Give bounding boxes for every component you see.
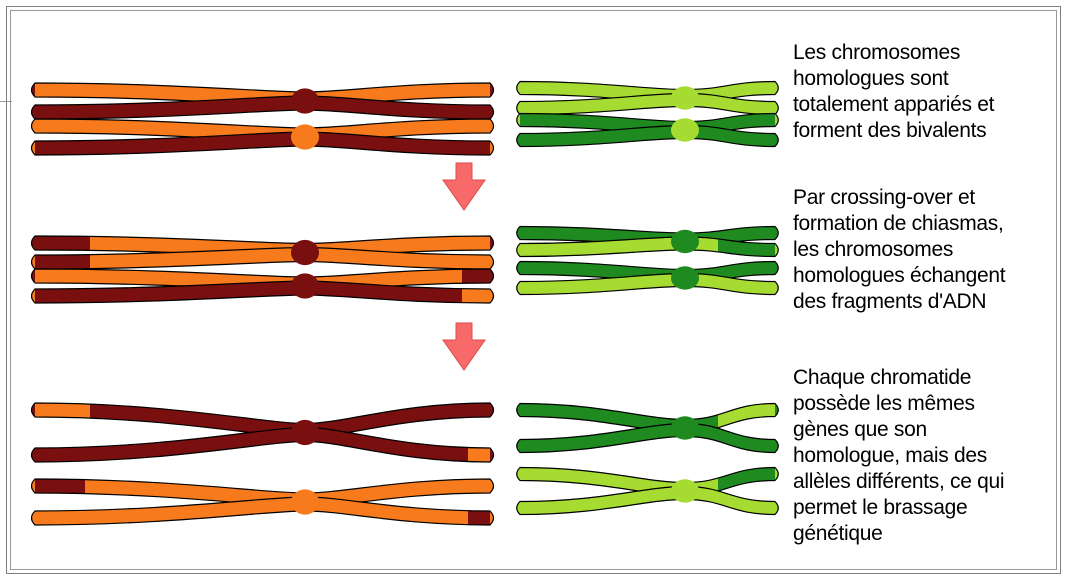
- down-arrow-icon: [443, 323, 485, 370]
- centromere: [671, 479, 699, 502]
- exchanged-segment: [35, 386, 90, 455]
- caption-line: forment des bivalents: [793, 118, 994, 144]
- chromatid-bottom: [32, 96, 494, 119]
- red-chromosome-f: [32, 462, 494, 542]
- caption-line: génétique: [793, 521, 1004, 547]
- centromere: [671, 416, 699, 439]
- red-chromosome-b: [32, 115, 494, 172]
- centromere: [291, 489, 319, 514]
- centromere: [671, 118, 699, 141]
- green-chromosome-d: [517, 262, 779, 295]
- caption-line: Les chromosomes: [793, 40, 994, 66]
- caption-line: homologue, mais des: [793, 443, 1004, 469]
- centromere: [671, 86, 699, 109]
- caption-line: possède les mêmes: [793, 391, 1004, 417]
- chromatid-body: [32, 96, 494, 119]
- caption-line: homologues sont: [793, 66, 994, 92]
- caption-line: allèles différents, ce qui: [793, 469, 1004, 495]
- caption-line: Chaque chromatide: [793, 365, 1004, 391]
- down-arrow-icon: [443, 163, 485, 210]
- caption-line: gènes que son: [793, 417, 1004, 443]
- centromere: [291, 124, 319, 149]
- caption-line: des fragments d'ADN: [793, 289, 1005, 315]
- centromere: [291, 273, 319, 298]
- step-1-caption: Les chromosomes homologues sont totaleme…: [793, 40, 994, 144]
- centromere: [291, 420, 319, 445]
- chromatid-bottom: [517, 424, 779, 453]
- caption-line: Par crossing-over et: [793, 185, 1005, 211]
- centromere: [671, 230, 699, 253]
- caption-line: permet le brassage: [793, 495, 1004, 521]
- exchanged-segment: [468, 411, 490, 480]
- caption-line: homologues échangent: [793, 263, 1005, 289]
- caption-line: les chromosomes: [793, 237, 1005, 263]
- green-chromosome-a: [517, 82, 779, 115]
- centromere: [671, 266, 699, 289]
- step-3-caption: Chaque chromatide possède les mêmes gène…: [793, 365, 1004, 547]
- red-chromosome-e: [32, 386, 494, 479]
- caption-line: totalement appariés et: [793, 92, 994, 118]
- green-chromosome-f: [517, 451, 779, 515]
- chromosome-layer: [32, 66, 779, 542]
- chromatid-bottom: [517, 487, 779, 515]
- chromatid-body: [32, 497, 494, 525]
- step-2-caption: Par crossing-over et formation de chiasm…: [793, 185, 1005, 315]
- red-chromosome-a: [32, 66, 494, 123]
- caption-line: formation de chiasmas,: [793, 211, 1005, 237]
- centromere: [291, 88, 319, 113]
- green-chromosome-e: [517, 387, 779, 453]
- centromere: [291, 240, 319, 265]
